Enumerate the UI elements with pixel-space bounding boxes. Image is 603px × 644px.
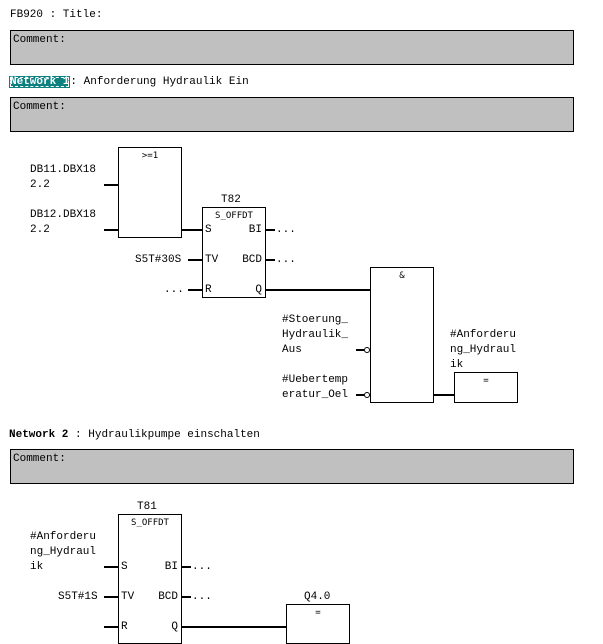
tv-value[interactable]: S5T#30S [135, 254, 182, 266]
network-2-name[interactable]: Network 2 [9, 429, 69, 441]
or-input-2[interactable]: DB12.DBX18 2.2 [30, 209, 97, 236]
network-2-title: Hydraulikpumpe einschalten [88, 429, 260, 441]
pin-s: S [121, 561, 128, 573]
timer-type: S_OFFDT [131, 518, 169, 528]
wire [188, 289, 202, 291]
wire [181, 596, 191, 598]
pin-bi: BI [248, 224, 262, 236]
network-1-header[interactable]: Network 1: Anforderung Hydraulik Ein [9, 76, 249, 88]
wire [181, 229, 202, 231]
coil-symbol: = [315, 608, 321, 618]
wire [265, 289, 370, 291]
and-input-2[interactable]: #Uebertemp eratur_Oel [282, 374, 349, 401]
bcd-value[interactable]: ... [276, 254, 296, 266]
network-sep: : [75, 429, 82, 441]
pin-q: Q [171, 621, 178, 633]
coil-symbol: = [483, 376, 489, 386]
coil-operand[interactable]: Q4.0 [304, 591, 331, 603]
pin-bcd: BCD [158, 591, 178, 603]
timer-t82-id[interactable]: T82 [221, 194, 241, 206]
block-comment[interactable]: Comment: [10, 30, 574, 65]
block-title: FB920 : Title: [10, 9, 103, 21]
pin-bi: BI [164, 561, 178, 573]
negation-icon [364, 392, 370, 398]
pin-bcd: BCD [242, 254, 262, 266]
wire [104, 229, 118, 231]
comment-label: Comment: [13, 101, 66, 113]
comment-label: Comment: [13, 34, 66, 46]
wire [356, 349, 364, 351]
and-header: & [399, 271, 405, 281]
wire [265, 229, 275, 231]
wire [104, 596, 118, 598]
or-input-1[interactable]: DB11.DBX18 2.2 [30, 164, 97, 191]
wire [181, 626, 286, 628]
network-1-title: Anforderung Hydraulik Ein [83, 76, 249, 88]
tv-value[interactable]: S5T#1S [58, 591, 98, 603]
pin-r: R [205, 284, 212, 296]
comment-label: Comment: [13, 453, 66, 465]
wire [104, 626, 118, 628]
timer-t81-box[interactable]: S_OFFDT S TV R BI BCD Q [118, 514, 182, 644]
pin-r: R [121, 621, 128, 633]
and-input-1[interactable]: #Stoerung_ Hydraulik_ Aus [282, 314, 349, 356]
network-1-name[interactable]: Network 1 [9, 76, 71, 88]
pin-tv: TV [205, 254, 219, 266]
coil-box[interactable]: = [454, 372, 518, 403]
bi-value[interactable]: ... [276, 224, 296, 236]
pin-s: S [205, 224, 212, 236]
network-sep: : [70, 76, 78, 88]
wire [356, 394, 364, 396]
network-1-comment[interactable]: Comment: [10, 97, 574, 132]
r-value[interactable]: ... [164, 284, 184, 296]
wire [104, 566, 118, 568]
wire [181, 566, 191, 568]
timer-t82-box[interactable]: S_OFFDT S TV R BI BCD Q [202, 207, 266, 298]
wire [265, 259, 275, 261]
bcd-value[interactable]: ... [192, 591, 212, 603]
negation-icon [364, 347, 370, 353]
pin-q: Q [255, 284, 262, 296]
network-2-comment[interactable]: Comment: [10, 449, 574, 484]
network-2-header[interactable]: Network 2 : Hydraulikpumpe einschalten [9, 429, 260, 441]
wire [433, 394, 454, 396]
s-value[interactable]: #Anforderu ng_Hydraul ik [30, 531, 97, 573]
wire [188, 259, 202, 261]
coil-operand[interactable]: #Anforderu ng_Hydraul ik [450, 329, 517, 371]
timer-type: S_OFFDT [215, 211, 253, 221]
or-header: >=1 [141, 151, 159, 161]
and-box[interactable]: & [370, 267, 434, 403]
timer-t81-id[interactable]: T81 [137, 501, 157, 513]
or-box[interactable]: >=1 [118, 147, 182, 238]
bi-value[interactable]: ... [192, 561, 212, 573]
wire [104, 184, 118, 186]
pin-tv: TV [121, 591, 135, 603]
coil-box[interactable]: = [286, 604, 350, 644]
